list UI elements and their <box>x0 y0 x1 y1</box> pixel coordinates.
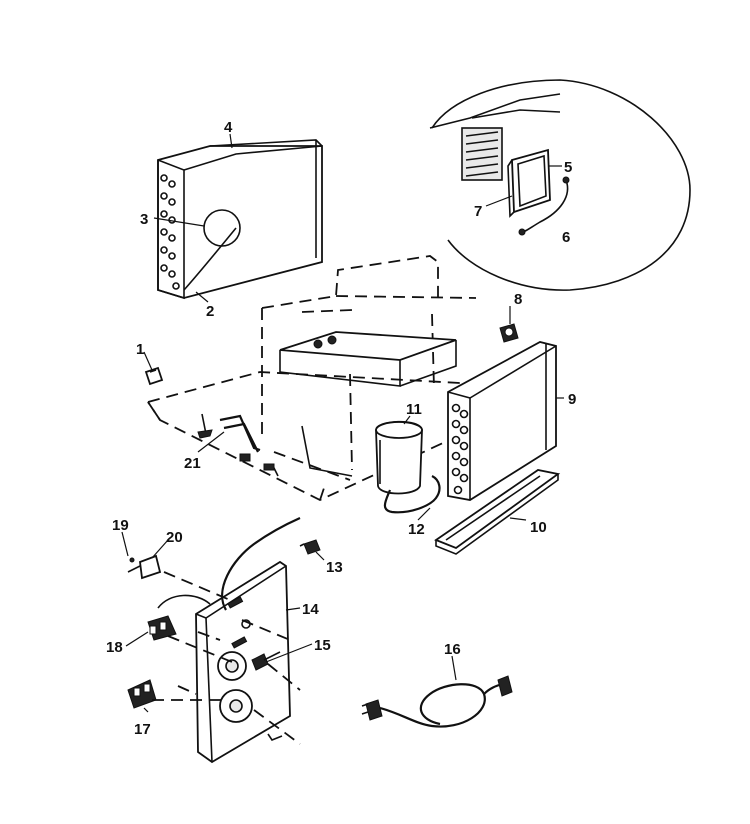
bracket-part-21 <box>197 413 261 453</box>
callout-2: 2 <box>206 303 214 320</box>
filter-panel <box>507 148 551 218</box>
thermostat-capillary <box>221 516 301 611</box>
callout-19: 19 <box>112 517 129 534</box>
callout-1: 1 <box>136 341 144 358</box>
bracket-part-19-20 <box>127 554 162 580</box>
callout-21: 21 <box>184 455 201 472</box>
switch-part-18 <box>147 615 177 641</box>
vent-grille <box>461 127 503 181</box>
callout-11: 11 <box>406 401 422 418</box>
assembly-lines <box>152 571 301 745</box>
callout-20: 20 <box>166 529 183 546</box>
callout-3: 3 <box>140 211 148 228</box>
capacitor-wire <box>383 475 441 514</box>
evaporator-coil <box>157 139 323 300</box>
clip-part-13 <box>299 539 321 555</box>
callout-8: 8 <box>514 291 522 308</box>
power-cord <box>361 675 513 728</box>
control-panel <box>195 560 291 764</box>
callout-5: 5 <box>564 159 572 176</box>
leader-lines <box>121 133 564 713</box>
coil-tube-bends <box>160 174 180 290</box>
inset-detail <box>429 79 691 291</box>
callout-18: 18 <box>106 639 123 656</box>
switch-part-17 <box>127 679 157 709</box>
callout-15: 15 <box>314 637 331 654</box>
callout-6: 6 <box>562 229 570 246</box>
callout-9: 9 <box>568 391 576 408</box>
cap-part-8 <box>499 323 519 343</box>
callout-14: 14 <box>302 601 319 618</box>
callout-4: 4 <box>224 119 233 136</box>
callout-16: 16 <box>444 641 461 658</box>
screw-part-1 <box>144 366 164 386</box>
callout-12: 12 <box>408 521 425 538</box>
callout-13: 13 <box>326 559 343 576</box>
callout-17: 17 <box>134 721 151 738</box>
condenser-tube-bends <box>451 403 469 495</box>
callout-7: 7 <box>474 203 482 220</box>
callout-labels: 4 3 2 5 7 6 8 9 1 21 11 12 10 13 19 20 1… <box>106 119 576 738</box>
switch-wire <box>157 594 211 609</box>
condenser-coil <box>447 341 557 501</box>
callout-10: 10 <box>530 519 547 536</box>
drip-tray <box>434 469 561 555</box>
capacitor <box>375 420 423 495</box>
